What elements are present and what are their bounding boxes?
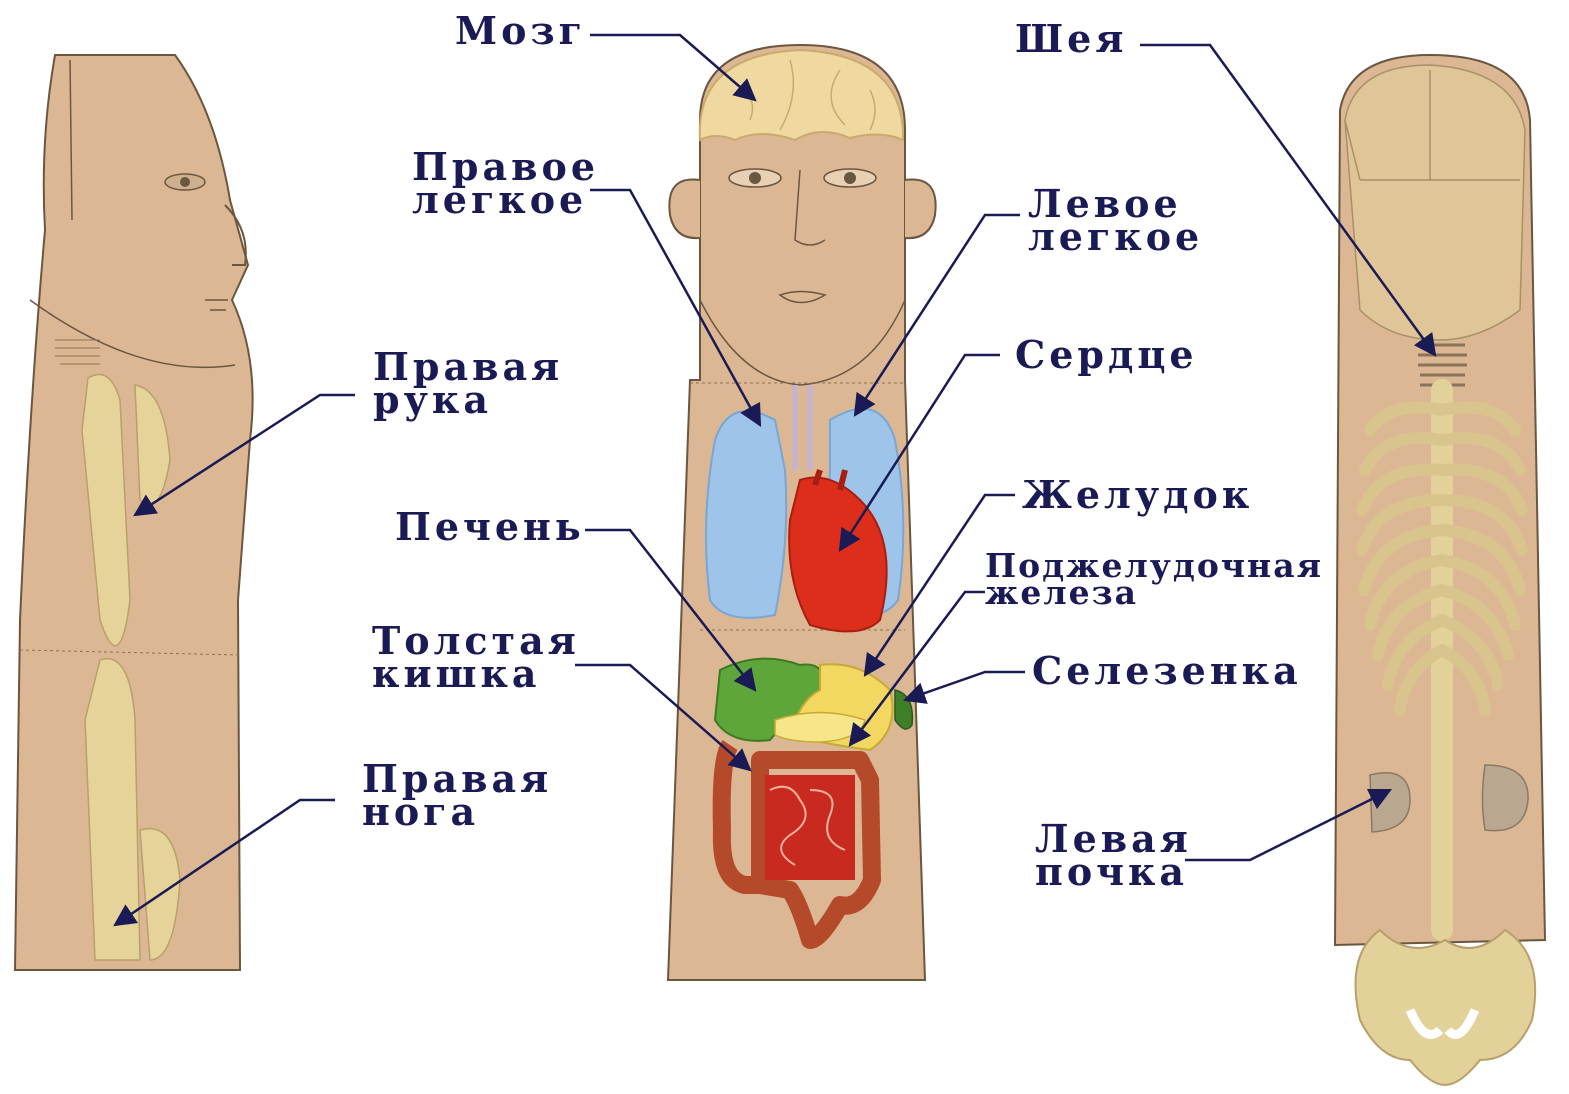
back-view-figure <box>1335 55 1545 1085</box>
label-right-leg: Правая нога <box>362 762 552 828</box>
label-liver: Печень <box>395 510 585 543</box>
left-ear-icon <box>669 179 700 238</box>
label-pancreas: Поджелудочная железа <box>985 552 1323 606</box>
label-stomach: Желудок <box>1022 478 1253 511</box>
front-view-figure <box>668 45 936 980</box>
label-large-intestine: Толстая кишка <box>372 624 580 690</box>
arrow-spleen <box>905 672 1025 700</box>
right-lung-organ <box>706 411 786 618</box>
label-spleen: Селезенка <box>1032 654 1302 687</box>
label-left-kidney: Левая почка <box>1035 822 1192 888</box>
label-right-arm: Правая рука <box>373 350 563 416</box>
pelvis <box>1356 930 1536 1085</box>
label-right-lung: Правое легкое <box>412 150 599 216</box>
label-neck: Шея <box>1015 22 1127 55</box>
side-view-figure <box>15 55 253 970</box>
right-ear-icon <box>905 179 936 238</box>
skull <box>1345 65 1525 340</box>
label-left-lung: Левое легкое <box>1028 187 1203 253</box>
label-heart: Сердце <box>1015 338 1198 371</box>
label-brain: Мозг <box>455 14 586 47</box>
